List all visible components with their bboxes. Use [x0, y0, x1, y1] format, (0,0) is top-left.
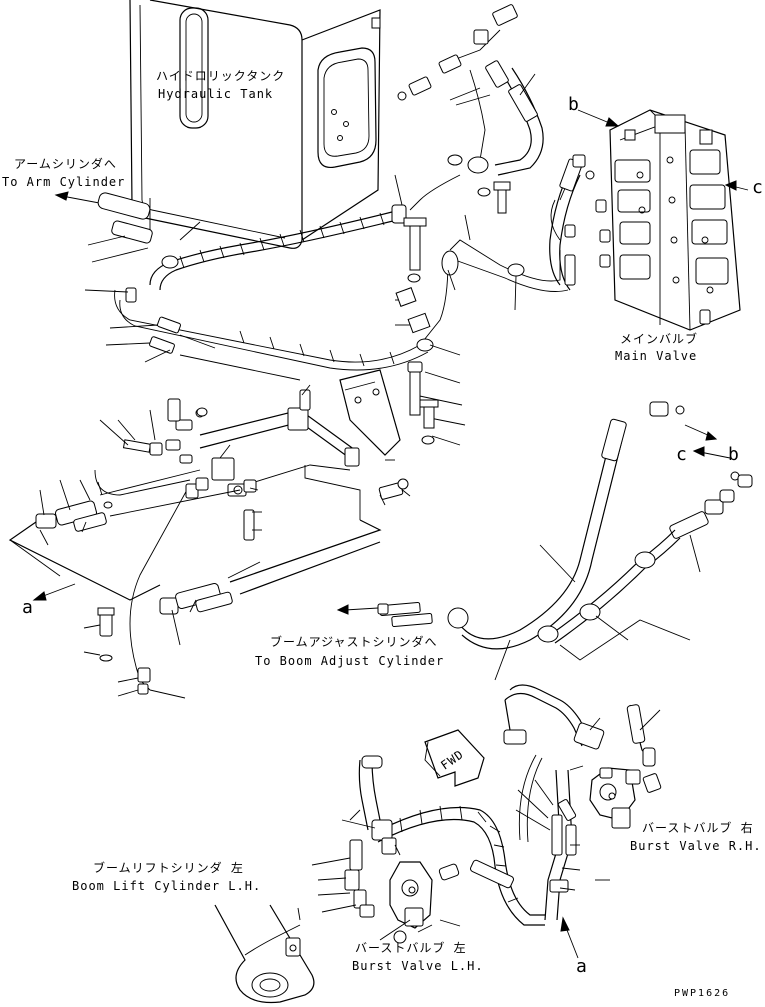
hydraulic-tank-label-en: Hydraulic Tank — [158, 87, 273, 101]
left-fittings-cluster — [94, 408, 257, 691]
callout-b-top: b — [568, 94, 579, 115]
fwd-label: FWD — [438, 747, 466, 773]
hydraulic-tank — [129, 0, 381, 249]
fwd-arrow-icon — [424, 729, 485, 787]
boom-adjust-hoses — [377, 401, 753, 661]
leader-lines-burst-rh — [515, 709, 661, 891]
callout-a-bottom: a — [576, 956, 587, 977]
callout-c-top-arrow — [724, 180, 749, 191]
drawing-code: PWP1626 — [674, 988, 730, 999]
leader-lines-burst-lh — [311, 809, 461, 933]
callout-a-left: a — [22, 597, 33, 618]
boom-lift-label-jp: ブームリフトシリンダ 左 — [93, 860, 244, 875]
hose-routes-upper — [114, 29, 576, 371]
callout-a-bottom-arrow — [560, 916, 579, 959]
boom-lift-label-en: Boom Lift Cylinder L.H. — [72, 879, 261, 893]
main-valve-label-jp: メインバルブ — [620, 331, 698, 346]
callout-bc-right-arrows — [684, 424, 731, 459]
leader-lines-right — [494, 534, 701, 681]
bolts-lower-left — [83, 607, 186, 699]
boom-lift-cylinder — [214, 904, 315, 1004]
leader-lines-upper-right — [394, 73, 536, 446]
callout-b-top-arrow — [577, 109, 620, 127]
boom-adjust-arrow — [336, 604, 379, 615]
center-manifold — [199, 389, 361, 520]
hydraulic-tank-label-jp: ハイドロリックタンク — [156, 69, 285, 83]
burst-valve-rh-label-en: Burst Valve R.H. — [630, 839, 762, 853]
arm-cylinder-fittings — [97, 192, 301, 381]
tank-fittings — [397, 4, 538, 214]
burst-valve-lh-label-en: Burst Valve L.H. — [352, 959, 484, 973]
mounting-bracket — [339, 369, 401, 456]
leader-lines-upper-left — [84, 198, 201, 363]
main-valve-hoses — [549, 154, 595, 291]
boom-adjust-label-jp: ブームアジャストシリンダへ — [270, 634, 438, 649]
callout-c-top: c — [752, 177, 763, 198]
burst-valve-lh-leader — [379, 919, 411, 941]
main-valve-label-en: Main Valve — [615, 349, 697, 363]
arm-cylinder-label-en: To Arm Cylinder — [2, 175, 125, 189]
boom-adjust-label-en: To Boom Adjust Cylinder — [255, 654, 444, 668]
callout-a-left-arrow — [32, 583, 76, 601]
burst-valve-lh — [344, 755, 545, 944]
burst-valve-rh — [503, 684, 662, 921]
hose-group-a-left — [8, 469, 382, 615]
arm-cylinder-label-jp: アームシリンダへ — [14, 156, 117, 171]
main-valve — [595, 109, 741, 331]
callout-c-right: c — [676, 444, 687, 465]
center-bolts — [395, 217, 439, 445]
burst-valve-lh-label-jp: バーストバルブ 左 — [355, 940, 467, 955]
callout-b-right: b — [728, 444, 739, 465]
burst-valve-rh-label-jp: バーストバルブ 右 — [642, 820, 754, 835]
bolts-center-lower — [167, 398, 409, 500]
